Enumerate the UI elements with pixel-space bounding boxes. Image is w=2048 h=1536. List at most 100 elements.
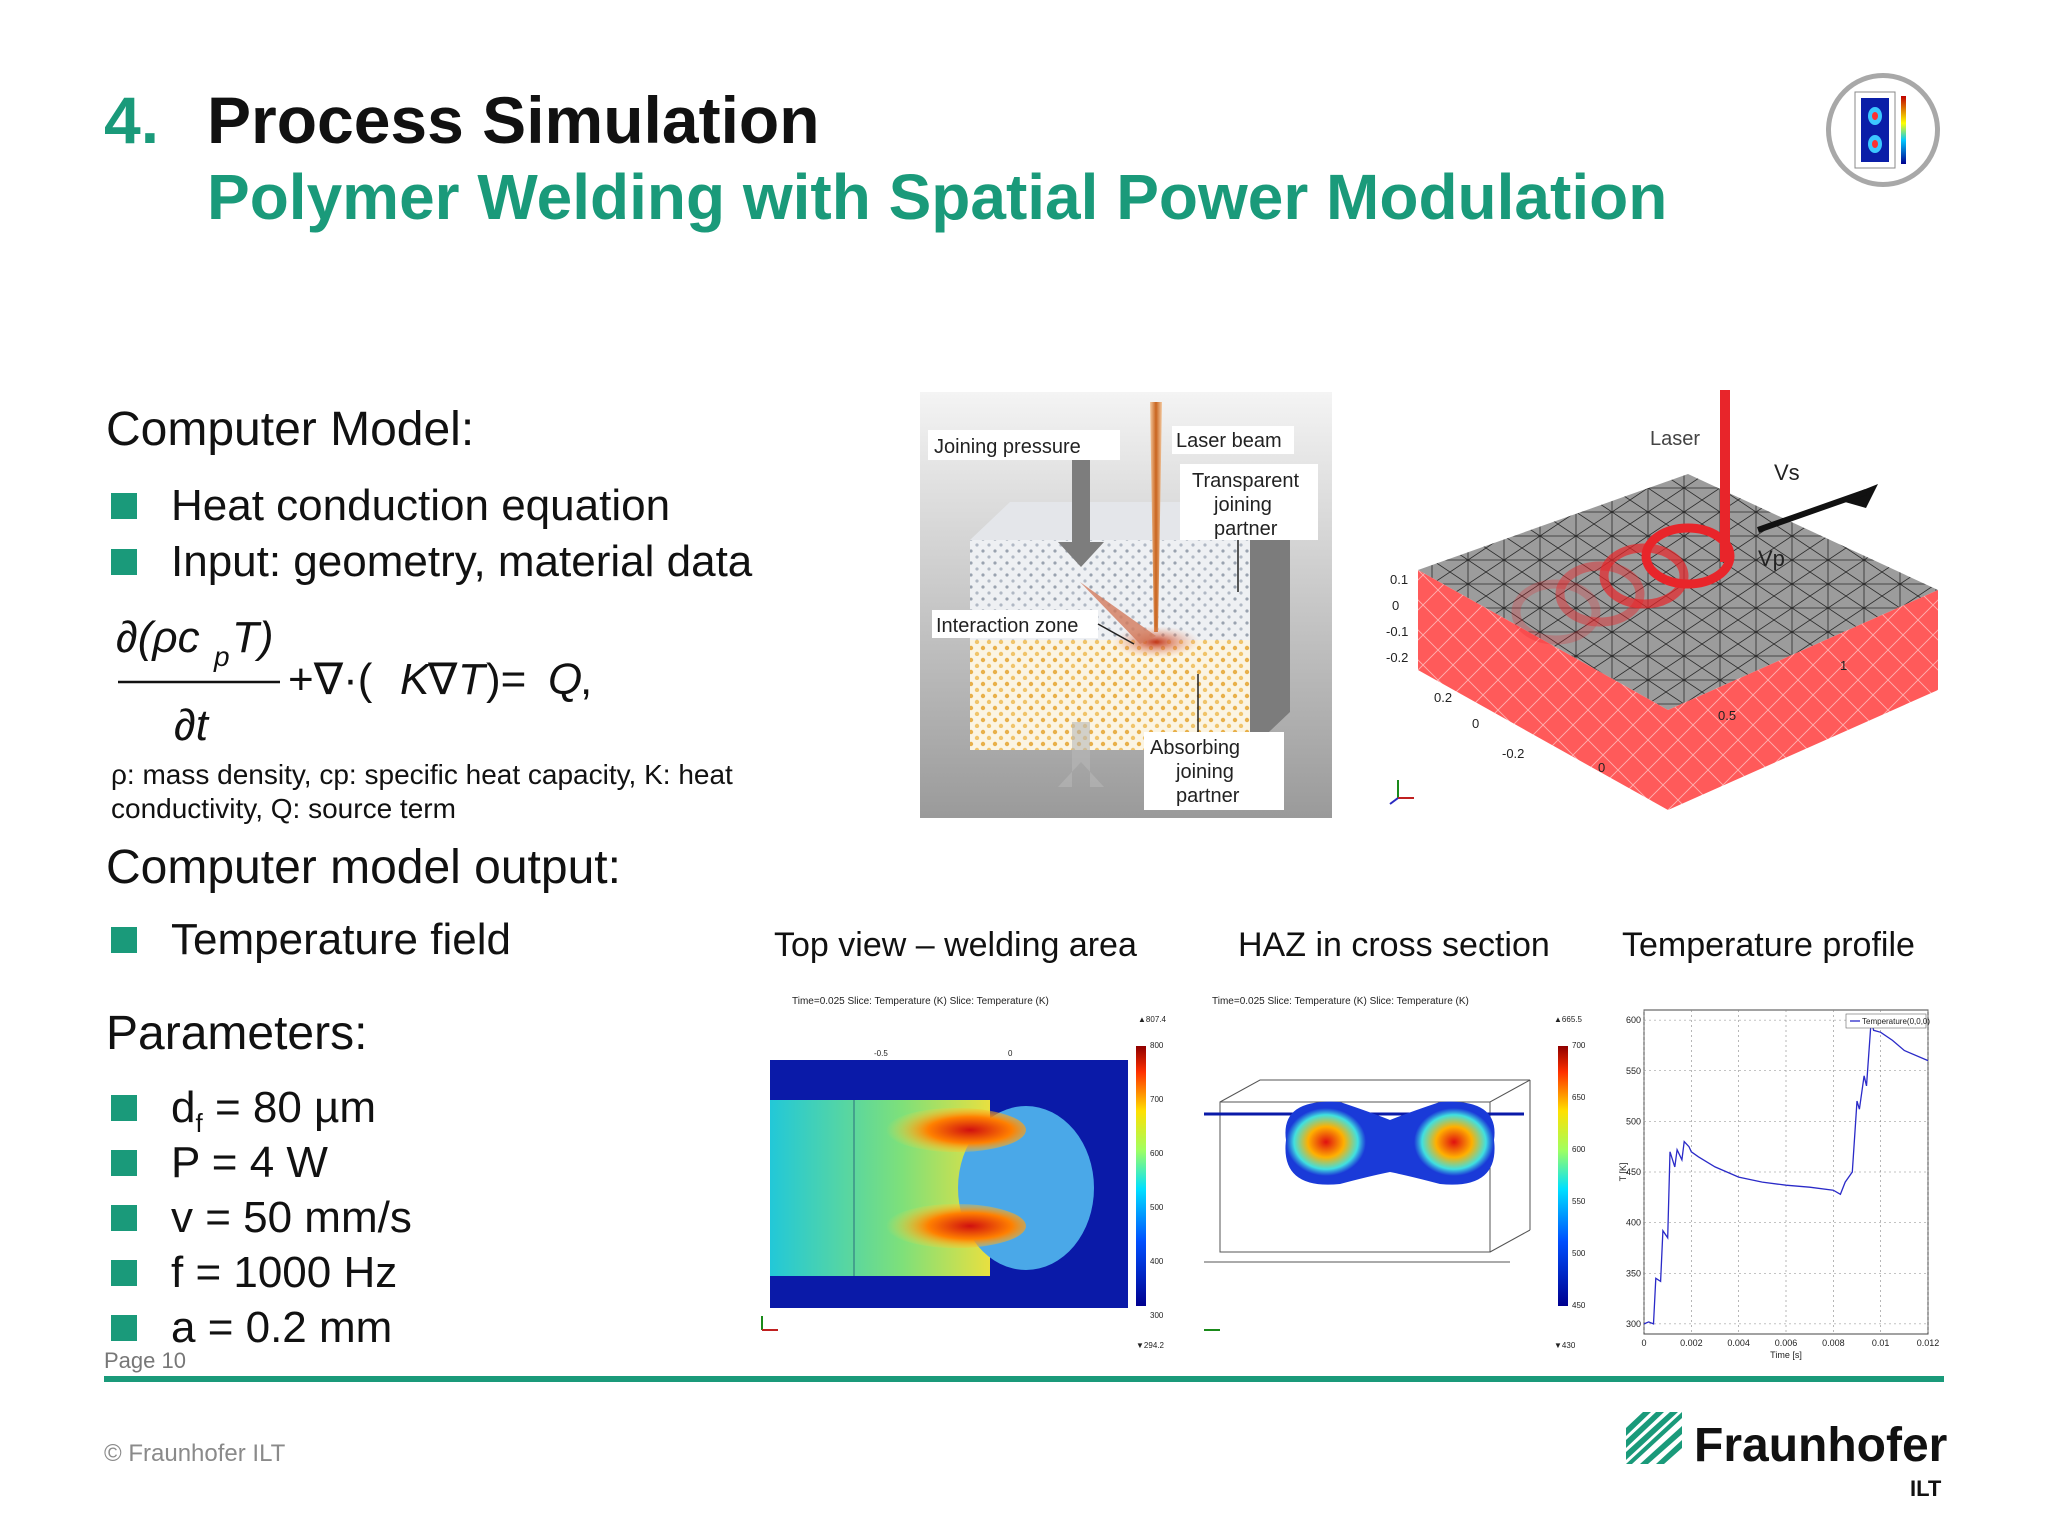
svg-text:0: 0 xyxy=(1392,598,1399,613)
computer-model-heading: Computer Model: xyxy=(106,403,475,456)
svg-text:T: T xyxy=(458,655,488,704)
label-vs: Vs xyxy=(1774,460,1800,485)
fraunhofer-logo-icon xyxy=(1626,1412,1682,1464)
y-tick-label: 450 xyxy=(1626,1167,1641,1177)
x-tick-label: 0.01 xyxy=(1872,1338,1890,1348)
x-axis-label: Time [s] xyxy=(1770,1350,1802,1360)
svg-text:0.5: 0.5 xyxy=(1718,708,1736,723)
svg-text:▼294.2: ▼294.2 xyxy=(1136,1341,1164,1350)
svg-text:partner: partner xyxy=(1176,785,1240,807)
caption-top-view: Top view – welding area xyxy=(774,926,1137,964)
y-tick-label: 600 xyxy=(1626,1015,1641,1025)
svg-text:-0.2: -0.2 xyxy=(1502,746,1524,761)
svg-text:+∇·(: +∇·( xyxy=(288,655,373,704)
parameter-frequency: f = 1000 Hz xyxy=(111,1245,412,1300)
label-absorbing: Absorbing xyxy=(1150,737,1240,759)
welding-schematic-figure: Joining pressure Laser beam Transparent … xyxy=(920,392,1332,818)
section-thumbnail-icon xyxy=(1826,73,1940,187)
svg-text:partner: partner xyxy=(1214,518,1278,540)
haz-simulation: Time=0.025 Slice: Temperature (K) Slice:… xyxy=(1190,990,1594,1354)
svg-text:Time=0.025 Slice: Temperature: Time=0.025 Slice: Temperature (K) Slice:… xyxy=(1212,996,1469,1007)
svg-text:K: K xyxy=(400,655,431,704)
svg-text:-0.1: -0.1 xyxy=(1386,624,1408,639)
y-tick-label: 400 xyxy=(1626,1218,1641,1228)
temperature-profile-chart: 0 0.002 0.004 0.006 0.008 0.01 0.012 300 350 400 4… xyxy=(1618,994,1944,1370)
label-interaction-zone: Interaction zone xyxy=(936,615,1078,637)
svg-text:joining: joining xyxy=(1175,761,1234,783)
copyright: © Fraunhofer ILT xyxy=(104,1440,286,1467)
x-tick-label: 0.004 xyxy=(1727,1338,1750,1348)
sim-header: Time=0.025 Slice: Temperature (K) Slice:… xyxy=(792,996,1049,1007)
svg-text:400: 400 xyxy=(1150,1257,1164,1266)
svg-text:0.2: 0.2 xyxy=(1434,690,1452,705)
svg-text:∂t: ∂t xyxy=(174,701,210,750)
svg-text:0: 0 xyxy=(1008,1049,1013,1058)
svg-text:1: 1 xyxy=(1840,658,1847,673)
parameters-heading: Parameters: xyxy=(106,1007,368,1060)
y-tick-label: 300 xyxy=(1626,1319,1641,1329)
caption-temperature-profile: Temperature profile xyxy=(1622,926,1915,964)
legend-box xyxy=(1845,1013,1927,1029)
y-tick-label: 350 xyxy=(1626,1268,1641,1278)
svg-text:800: 800 xyxy=(1150,1041,1164,1050)
output-bullet-list: Temperature field xyxy=(111,912,511,968)
legend-entry: Temperature(0,0,0) xyxy=(1862,1017,1930,1026)
label-laser: Laser xyxy=(1650,428,1700,450)
parameter-power: P = 4 W xyxy=(111,1135,412,1190)
svg-text:550: 550 xyxy=(1572,1197,1586,1206)
svg-text:500: 500 xyxy=(1572,1249,1586,1258)
label-joining-pressure: Joining pressure xyxy=(934,436,1081,458)
equation-legend: ρ: mass density, cp: specific heat capac… xyxy=(111,759,733,824)
svg-text:0: 0 xyxy=(1598,760,1605,775)
footer-divider xyxy=(104,1376,1944,1382)
list-item: Temperature field xyxy=(111,912,511,968)
parameter-amplitude: a = 0.2 mm xyxy=(111,1300,412,1355)
svg-text:450: 450 xyxy=(1572,1301,1586,1310)
svg-text:700: 700 xyxy=(1572,1041,1586,1050)
svg-text:▲807.4: ▲807.4 xyxy=(1138,1015,1166,1024)
institute-label: ILT xyxy=(1910,1476,1942,1501)
svg-text:600: 600 xyxy=(1572,1145,1586,1154)
svg-text:650: 650 xyxy=(1572,1093,1586,1102)
section-number: 4. xyxy=(104,83,160,157)
model-bullet-list: Heat conduction equation Input: geometry… xyxy=(111,478,752,590)
svg-text:300: 300 xyxy=(1150,1311,1164,1320)
parameter-velocity: v = 50 mm/s xyxy=(111,1190,412,1245)
svg-text:0.1: 0.1 xyxy=(1390,572,1408,587)
svg-text:)=: )= xyxy=(486,655,526,704)
list-item: Input: geometry, material data xyxy=(111,534,752,590)
x-tick-label: 0.012 xyxy=(1917,1338,1940,1348)
svg-text:Q: Q xyxy=(548,655,582,704)
svg-text:600: 600 xyxy=(1150,1149,1164,1158)
caption-haz: HAZ in cross section xyxy=(1238,926,1550,964)
mesh-model-figure: Laser Vs Vp 0.1 0 -0.1 -0.2 0.2 0 -0.2 0… xyxy=(1378,380,1974,820)
svg-text:▼430: ▼430 xyxy=(1554,1341,1576,1350)
y-axis-label: T [K] xyxy=(1618,1163,1628,1182)
page-title: Process Simulation xyxy=(207,83,820,157)
svg-text:,: , xyxy=(580,655,592,704)
x-tick-label: 0.008 xyxy=(1822,1338,1845,1348)
svg-text:-0.2: -0.2 xyxy=(1386,650,1408,665)
series-line xyxy=(1643,1019,1929,1325)
parameter-list: df = 80 µm P = 4 W v = 50 mm/s f = 1000 … xyxy=(111,1080,412,1355)
label-laser-beam: Laser beam xyxy=(1176,430,1282,452)
parameter-diameter: df = 80 µm xyxy=(111,1080,412,1138)
svg-text:-0.5: -0.5 xyxy=(874,1049,888,1058)
y-tick-label: 550 xyxy=(1626,1066,1641,1076)
svg-text:▲665.5: ▲665.5 xyxy=(1554,1015,1582,1024)
y-tick-label: 500 xyxy=(1626,1116,1641,1126)
output-heading: Computer model output: xyxy=(106,841,621,894)
page-number: Page 10 xyxy=(104,1348,186,1373)
x-tick-label: 0 xyxy=(1641,1338,1646,1348)
svg-text:T): T) xyxy=(232,613,274,662)
fraunhofer-wordmark: Fraunhofer xyxy=(1694,1419,1948,1472)
svg-text:joining: joining xyxy=(1213,494,1272,516)
x-tick-label: 0.006 xyxy=(1775,1338,1798,1348)
svg-text:700: 700 xyxy=(1150,1095,1164,1104)
label-transparent: Transparent xyxy=(1192,470,1300,492)
svg-text:p: p xyxy=(213,641,230,672)
heat-equation: ∂(ρc p T) ∂t +∇·( K ∇ T )= Q , xyxy=(110,600,650,750)
label-vp: Vp xyxy=(1758,546,1785,571)
x-tick-label: 0.002 xyxy=(1680,1338,1703,1348)
list-item: Heat conduction equation xyxy=(111,478,752,534)
